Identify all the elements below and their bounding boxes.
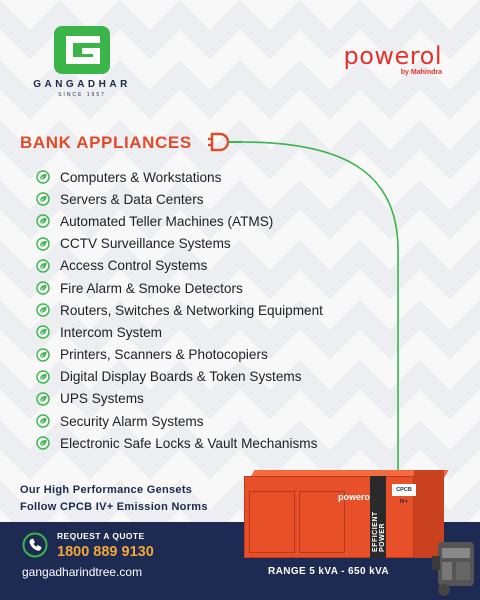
phone-number[interactable]: 1800 889 9130 [57, 544, 154, 560]
powerol-word: powerol [343, 42, 442, 70]
leaf-check-icon [36, 214, 50, 229]
list-item: Printers, Scanners & Photocopiers [36, 344, 323, 366]
gangadhar-g-icon [52, 24, 112, 76]
list-item: Servers & Data Centers [36, 188, 323, 210]
tagline-line-2: Follow CPCB IV+ Emission Norms [20, 501, 208, 513]
list-item-label: Computers & Workstations [60, 169, 222, 185]
list-item-label: Routers, Switches & Networking Equipment [60, 302, 323, 318]
list-item: Routers, Switches & Networking Equipment [36, 299, 323, 321]
list-item-label: Access Control Systems [60, 258, 208, 274]
list-item: Access Control Systems [36, 255, 323, 277]
genset-image: powerol EFFICIENT POWER CPCB IV+ [244, 470, 449, 562]
list-item-label: Automated Teller Machines (ATMS) [60, 213, 274, 229]
gangadhar-since: SINCE 1957 [58, 92, 106, 98]
engine-icon [430, 530, 480, 600]
leaf-check-icon [36, 259, 50, 273]
emission-tagline: Our High Performance Gensets Follow CPCB… [20, 482, 208, 516]
leaf-check-icon [36, 414, 50, 428]
list-item-label: Digital Display Boards & Token Systems [60, 369, 302, 385]
leaf-check-icon [36, 370, 50, 384]
powerol-logo: powerol by Mahindra [342, 44, 442, 76]
list-item-label: Printers, Scanners & Photocopiers [60, 347, 268, 363]
list-item: Digital Display Boards & Token Systems [36, 366, 323, 388]
plug-icon [208, 131, 242, 158]
leaf-check-icon [36, 192, 50, 206]
list-item: Security Alarm Systems [36, 410, 323, 432]
request-quote-label: REQUEST A QUOTE [57, 531, 145, 541]
list-item-label: Electronic Safe Locks & Vault Mechanisms [60, 435, 318, 451]
genset-strip-text: EFFICIENT POWER [372, 511, 386, 552]
list-item-label: Intercom System [60, 324, 162, 340]
leaf-check-icon [36, 325, 50, 340]
powerol-by-mahindra: by Mahindra [400, 69, 442, 76]
list-item-label: UPS Systems [60, 391, 144, 407]
list-item: UPS Systems [36, 388, 323, 410]
list-item-label: CCTV Surveillance Systems [60, 236, 231, 252]
phone-icon[interactable] [22, 532, 48, 563]
gangadhar-logo: GANGADHAR SINCE 1957 [22, 24, 142, 98]
tagline-line-1: Our High Performance Gensets [20, 484, 193, 496]
cpcb-badge: CPCB IV+ [392, 484, 416, 505]
leaf-check-icon [36, 347, 50, 362]
list-item: Computers & Workstations [36, 166, 323, 188]
list-item-label: Security Alarm Systems [60, 413, 204, 429]
range-text: RANGE 5 kVA - 650 kVA [268, 566, 390, 577]
leaf-check-icon [36, 436, 50, 451]
list-item-label: Servers & Data Centers [60, 191, 204, 207]
leaf-check-icon [36, 281, 50, 295]
leaf-check-icon [36, 170, 50, 184]
leaf-check-icon [36, 392, 50, 406]
list-item: Electronic Safe Locks & Vault Mechanisms [36, 432, 323, 454]
website-link[interactable]: gangadharindtree.com [22, 565, 143, 579]
leaf-check-icon [36, 236, 50, 251]
list-item: CCTV Surveillance Systems [36, 233, 323, 255]
leaf-check-icon [36, 303, 50, 317]
list-item: Intercom System [36, 321, 323, 343]
genset-brand: powerol [338, 492, 373, 502]
list-item-label: Fire Alarm & Smoke Detectors [60, 280, 243, 296]
list-item: Automated Teller Machines (ATMS) [36, 210, 323, 232]
gangadhar-name: GANGADHAR [33, 79, 131, 90]
page-title: BANK APPLIANCES [20, 133, 192, 152]
list-item: Fire Alarm & Smoke Detectors [36, 277, 323, 299]
